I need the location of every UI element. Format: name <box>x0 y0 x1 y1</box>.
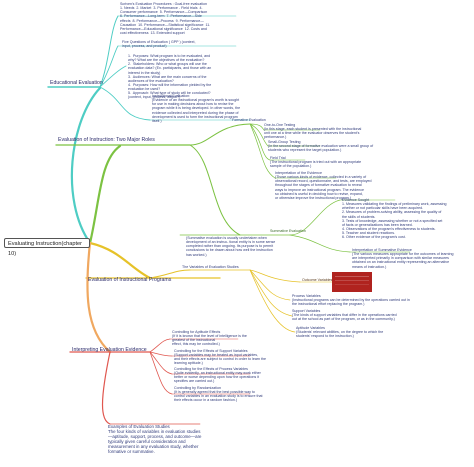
node-instructional-evaluation[interactable]: Instructional Evaluation: (Evidence of a… <box>152 94 241 123</box>
branch-educational-evaluation[interactable]: Educational Evaluation <box>50 80 103 86</box>
node-controlling-randomization[interactable]: Controlling by Randomization (It is gene… <box>174 386 263 403</box>
branch-evaluation-of-instruction[interactable]: Evaluation of Instruction: Two Major Rol… <box>58 137 155 143</box>
node-aptitude-variables[interactable]: Aptitude Variables (Students' relevant a… <box>296 326 384 339</box>
node-controlling-process[interactable]: Controlling for the Effects of Process V… <box>174 367 261 384</box>
node-support-variables[interactable]: Support Variables (The kinds of support … <box>292 309 397 322</box>
node-formative-evaluation[interactable]: Formative Evaluation <box>232 118 266 122</box>
node-scriven-procedures[interactable]: Scriven's Evaluation Procedures : Goal-f… <box>120 2 211 35</box>
node-one-to-one-testing[interactable]: One-to-One Testing (In this stage, each … <box>264 123 362 140</box>
node-five-questions[interactable]: Five Questions of Evaluation ( GPP ) (co… <box>122 40 196 49</box>
node-process-variables[interactable]: Process Variables (Instructional program… <box>292 294 410 307</box>
node-interpretation-summative[interactable]: Interpretation of Summative Evidence (Th… <box>352 248 454 269</box>
node-field-trial[interactable]: Field Trial (The instructional program i… <box>270 156 362 169</box>
node-small-group-testing[interactable]: Small-Group Testing (In the second stage… <box>268 140 374 153</box>
branch-interpreting-evaluation-evidence[interactable]: Interpreting Evaluation Evidence <box>72 347 147 353</box>
node-controlling-aptitude[interactable]: Controlling for Aptitude Effects (If it … <box>172 330 247 347</box>
node-controlling-support[interactable]: Controlling for the Effects of Support V… <box>174 349 267 366</box>
outcome-variables-image <box>332 272 372 292</box>
connector-interpreting-evaluation-evidence <box>86 241 112 354</box>
node-interpretation-evidence[interactable]: Interpretation of the Evidence (Those va… <box>275 171 372 200</box>
branch-evaluation-of-instructional-programs[interactable]: Evaluation of Instructional Programs <box>88 277 172 283</box>
node-purposes-list[interactable]: 1. Purposes: What program is to be evalu… <box>128 54 212 100</box>
node-evidence-sought[interactable]: Evidence Sought 1. Measures validating t… <box>342 198 447 240</box>
connector-evaluation-of-instruction <box>88 144 122 245</box>
node-summative-desc: (Summative evaluation is usually underta… <box>186 236 276 257</box>
node-examples-of-evaluation[interactable]: Examples of Evaluation Studies The four … <box>108 424 202 455</box>
connector-evaluation-of-instructional-programs <box>88 241 152 280</box>
connector-educational-evaluation <box>70 86 102 245</box>
node-summative-evaluation[interactable]: Summative Evaluation <box>270 229 306 233</box>
root-node[interactable]: Evaluating Instruction(chapter 10) <box>4 238 90 257</box>
node-variables-of-evaluation[interactable]: The Variables of Evaluation Studies <box>182 265 239 269</box>
node-outcome-variables[interactable]: Outcome Variables <box>302 278 333 282</box>
